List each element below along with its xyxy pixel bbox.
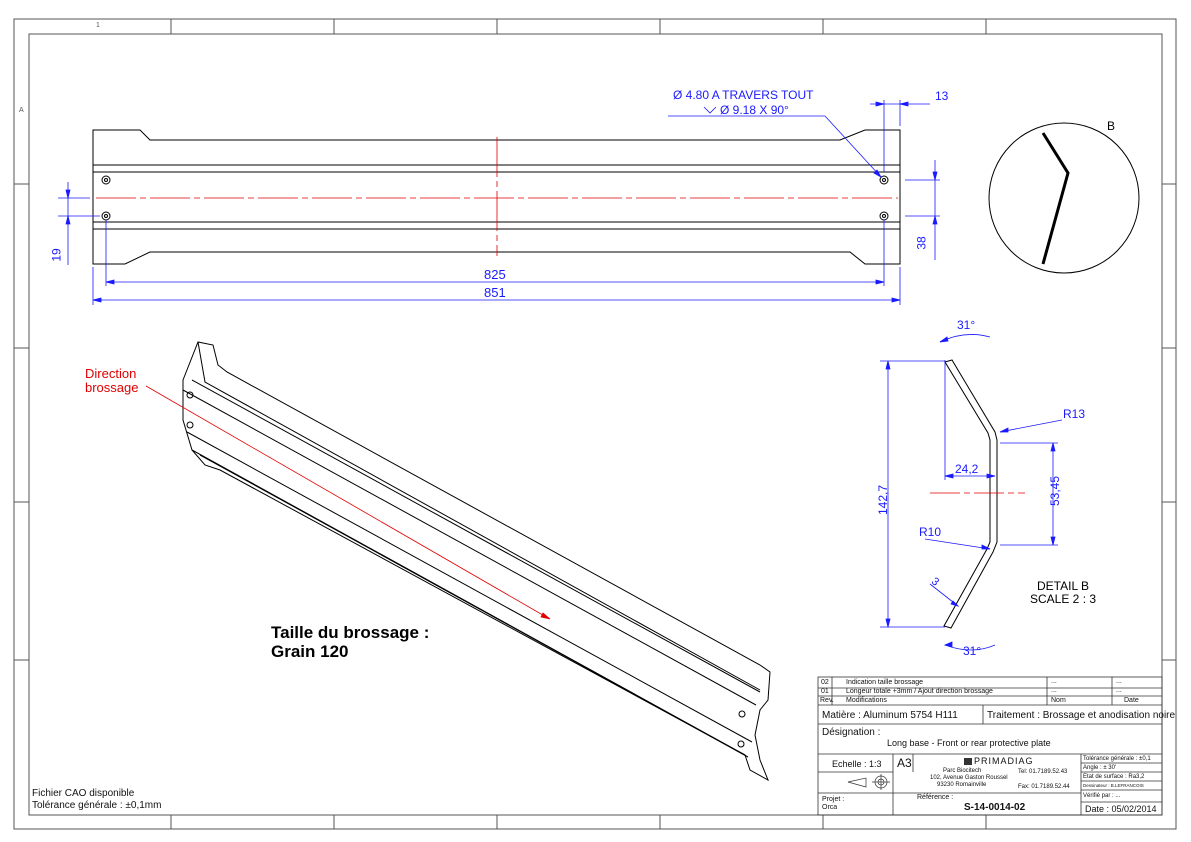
designation-value: Long base - Front or rear protective pla… [887,738,1051,748]
top-view-dimensions [58,100,940,305]
hole-note-countersink: Ø 9.18 X 90° [720,103,789,117]
sheet-frame [13,18,1177,830]
rev-header-modifications: Modifications [846,697,887,704]
rev-02-date: ... [1116,678,1122,685]
dim-24-2: 24,2 [955,462,979,476]
rev-header-date: Date [1124,697,1139,704]
isometric-view [182,341,771,782]
scale-field: Echelle : 1:3 [832,759,882,769]
zone-mark-row-a: A [19,107,24,114]
zone-mark-col-1: 1 [96,22,100,29]
rev-02-nom: ... [1051,678,1057,685]
company-address-line3: 93230 Romainville [937,782,987,788]
rev-02-number: 02 [821,679,829,686]
projection-symbol [847,774,890,790]
company-logo-mark [964,758,972,765]
brushing-direction-arrow [145,385,551,620]
dim-13: 13 [935,89,949,103]
rev-01-number: 01 [821,688,829,695]
detail-b-label: B [1107,119,1116,133]
designation-label: Désignation : [822,727,881,738]
dim-825: 825 [484,267,506,282]
checked-by-field: Vérifié par : ... [1083,793,1121,799]
company-fax: Fax: 01.7189.52.44 [1018,784,1070,790]
dim-r13: R13 [1063,407,1086,421]
cad-available-note: Fichier CAO disponible [32,788,135,799]
direction-label: Direction [85,366,137,381]
material-field: Matière : Aluminum 5754 H111 [822,710,958,721]
detail-b-circle [988,122,1140,274]
company-address-line1: Parc Biocitech [943,768,982,774]
angle-tolerance-field: Angle : ± 30' [1083,765,1117,771]
top-view-centerlines [96,137,898,256]
treatment-field: Traitement : Brossage et anodisation noi… [987,710,1176,721]
rev-header-nom: Nom [1051,697,1066,704]
hole-note-through: Ø 4.80 A TRAVERS TOUT [673,88,814,102]
dim-r10: R10 [919,525,942,539]
detail-b-dimensions [880,334,1063,651]
company-address-line2: 102, Avenue Gaston Roussel [930,775,1008,781]
sheet-format: A3 [897,756,912,770]
rev-01-date: ... [1116,687,1122,694]
general-tolerance-field: Tolérance générale : ±0,1 [1083,756,1151,762]
brushing-size-title: Taille du brossage : [271,623,430,642]
company-phone: Tel: 01.7189.52.43 [1018,769,1068,775]
rev-01-nom: ... [1051,687,1057,694]
general-tolerance-note: Tolérance générale : ±0,1mm [32,800,162,811]
project-label: Projet : [822,796,845,803]
brossage-label: brossage [85,380,139,395]
detail-b-profile [943,359,998,629]
project-value: Orca [822,804,838,811]
detail-b-title: DETAIL B [1037,579,1090,593]
top-view [92,129,901,265]
dim-angle-31-top: 31° [957,318,976,332]
detail-b-scale: SCALE 2 : 3 [1030,592,1097,606]
company-name: PRIMADIAG [974,756,1034,766]
rev-header-rev: Rev. [820,697,834,704]
dim-angle-31-bottom: 31° [963,644,982,658]
rev-02-modification: Indication taille brossage [846,679,924,686]
dim-851: 851 [484,285,506,300]
rev-01-modification: Longeur totale +3mm / Ajout direction br… [846,688,993,695]
brushing-grain: Grain 120 [271,642,349,661]
reference-value: S-14-0014-02 [964,802,1026,813]
drafter-field: Dessinateur : B.LEFRANCOIS [1083,783,1144,788]
date-field: Date : 05/02/2014 [1085,804,1157,814]
reference-label: Référence : [917,794,954,801]
surface-finish-field: Etat de surface : Ra3,2 [1083,774,1145,780]
